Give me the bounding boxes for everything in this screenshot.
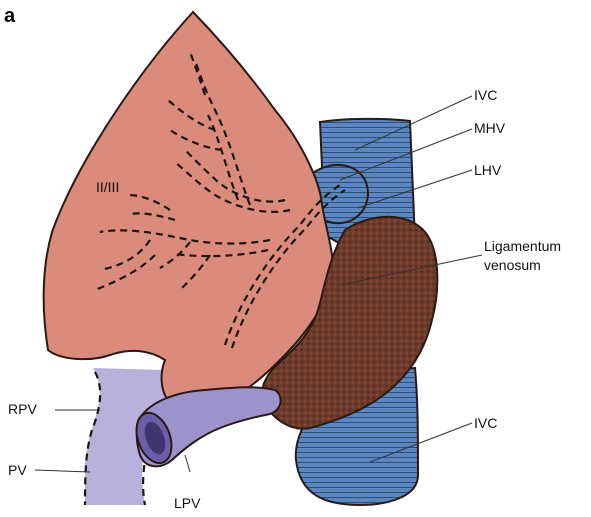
ligamentum-label-line2: venosum <box>484 257 541 273</box>
mhv-label: MHV <box>474 120 506 136</box>
lhv-label: LHV <box>474 162 502 178</box>
segment-label: II/III <box>96 179 119 195</box>
pv-label: PV <box>8 462 27 478</box>
lpv-label: LPV <box>174 495 201 511</box>
panel-label: a <box>4 5 16 27</box>
ivc-bottom-label: IVC <box>474 415 497 431</box>
ligamentum-label-line1: Ligamentum <box>484 238 561 254</box>
rpv-label: RPV <box>8 401 37 417</box>
ivc-top-label: IVC <box>474 87 497 103</box>
